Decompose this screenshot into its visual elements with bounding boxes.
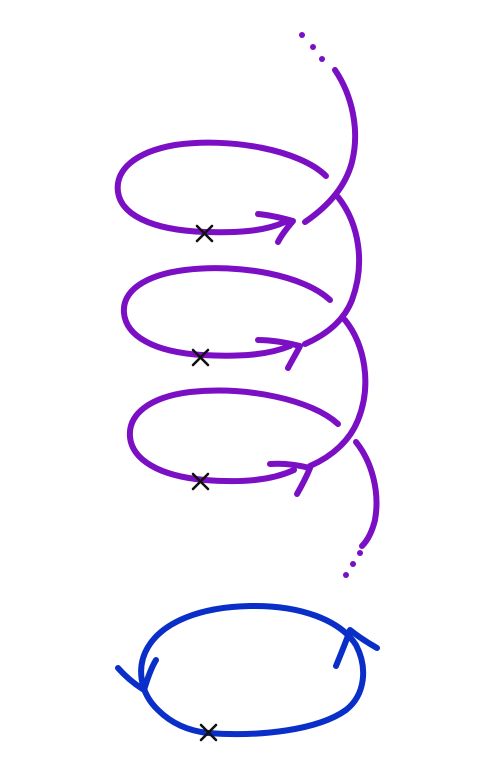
x-mark [191,348,210,367]
closed-loop-ring [138,602,367,738]
continuation-dot [343,572,349,578]
helix-entry-arc [302,67,359,225]
x-mark [191,472,210,491]
x-mark [195,224,214,243]
helix-turn-2-arrowhead [255,337,303,371]
continuation-dot [299,32,305,38]
helix-connector-2 [307,317,369,469]
helix-turn-1-arrowhead [255,211,296,245]
helix-turn-1 [114,139,329,236]
helix [114,67,380,549]
helix-top-continuation-dots [299,32,325,62]
x-mark [199,723,218,742]
helix-turn-2 [120,265,333,359]
closed-loop-arrowhead-left [115,657,159,693]
closed-loop [115,602,380,738]
helix-bottom-continuation-dots [343,550,363,578]
continuation-dot [350,561,356,567]
helix-connector-1 [302,194,363,347]
continuation-dot [319,56,325,62]
helix-turn-3-arrowhead [267,460,313,497]
closed-loop-arrowhead-right [333,627,380,669]
helix-exit-arc [353,439,380,549]
continuation-dot [310,44,316,50]
continuation-dot [357,550,363,556]
helix-turn-3 [126,387,341,485]
